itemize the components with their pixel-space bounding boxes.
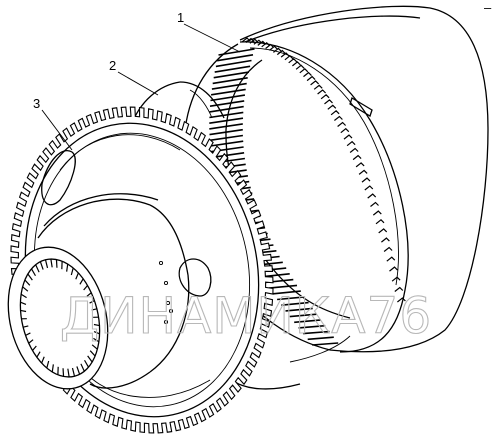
- spline-tooth: [66, 263, 69, 272]
- internal-tooth: [303, 330, 330, 335]
- internal-tooth: [210, 88, 246, 96]
- watermark: ДИНАМИКА76: [60, 287, 432, 345]
- internal-tooth: [213, 71, 250, 79]
- spline-tooth: [35, 264, 40, 273]
- spline-tooth: [20, 293, 27, 299]
- spline-tooth: [75, 272, 79, 280]
- hub-hole: [168, 308, 174, 314]
- hub-hole: [163, 280, 169, 286]
- spline-tooth: [89, 350, 96, 357]
- spline-tooth: [32, 345, 37, 351]
- spline-tooth: [67, 368, 70, 378]
- spline-tooth: [84, 359, 90, 368]
- internal-tooth: [210, 94, 246, 102]
- internal-tooth: [298, 324, 326, 329]
- internal-tooth: [209, 128, 243, 136]
- internal-tooth: [277, 296, 305, 301]
- internal-tooth: [272, 290, 301, 295]
- spline-tooth: [50, 258, 53, 268]
- spline-tooth: [87, 355, 93, 363]
- callout-3: 3: [33, 96, 40, 111]
- internal-tooth: [281, 301, 309, 306]
- spline-tooth: [20, 301, 27, 305]
- spline-tooth: [44, 259, 49, 269]
- spline-tooth: [24, 279, 31, 286]
- internal-tooth: [209, 105, 244, 113]
- spline-tooth: [30, 268, 36, 277]
- internal-tooth: [209, 100, 245, 107]
- spline-tooth: [46, 360, 50, 369]
- internal-tooth: [211, 82, 247, 90]
- spline-tooth: [27, 273, 33, 281]
- internal-tooth: [209, 117, 244, 124]
- internal-tooth: [209, 134, 244, 142]
- spline-tooth: [36, 351, 41, 358]
- spline-tooth: [93, 323, 100, 327]
- internal-tooth: [307, 336, 334, 341]
- spline-tooth: [41, 356, 45, 364]
- spline-tooth: [28, 339, 34, 344]
- internal-tooth: [210, 140, 244, 147]
- leader-line-3: [41, 109, 73, 151]
- internal-tooth: [209, 123, 243, 130]
- ring-gear-rim-teeth: [241, 37, 406, 303]
- internal-tooth: [209, 111, 244, 119]
- spline-tooth: [91, 308, 98, 311]
- hub-internal-splines: [20, 258, 100, 378]
- internal-tooth: [294, 319, 322, 324]
- spline-tooth: [93, 337, 100, 343]
- internal-tooth: [312, 342, 339, 346]
- internal-tooth: [285, 307, 313, 312]
- internal-tooth: [289, 313, 317, 318]
- internal-tooth: [268, 284, 298, 289]
- spline-tooth: [80, 363, 85, 372]
- spline-tooth: [22, 286, 29, 292]
- spline-tooth: [86, 292, 92, 297]
- rim-tooth-row: [241, 37, 406, 303]
- internal-tooth: [218, 48, 255, 56]
- internal-tooth: [216, 54, 254, 62]
- leader-line-2: [117, 71, 159, 96]
- spline-tooth: [91, 344, 98, 350]
- spline-tooth: [83, 285, 88, 291]
- spline-tooth: [39, 261, 44, 270]
- gear-with-hub: [7, 106, 274, 434]
- leader-line-1: [183, 23, 241, 53]
- spline-tooth: [20, 309, 27, 313]
- internal-tooth: [215, 59, 252, 68]
- callout-1: 1: [177, 10, 184, 25]
- spline-tooth: [89, 300, 95, 304]
- spline-tooth: [22, 325, 29, 328]
- hub-hole: [163, 319, 169, 325]
- spline-tooth: [25, 332, 31, 336]
- spline-tooth: [76, 366, 81, 375]
- hub-hole: [158, 260, 164, 266]
- internal-tooth: [211, 152, 245, 159]
- spline-tooth: [71, 367, 76, 377]
- internal-tooth: [214, 65, 251, 73]
- spline-tooth: [51, 364, 54, 373]
- spline-tooth: [79, 278, 84, 285]
- hub-hole: [165, 300, 171, 306]
- spline-tooth: [93, 331, 100, 335]
- leader-lines: [41, 23, 241, 151]
- internal-tooth: [212, 77, 248, 85]
- top-right-mark: –: [484, 0, 492, 15]
- callout-2: 2: [109, 58, 116, 73]
- spline-tooth: [70, 267, 74, 276]
